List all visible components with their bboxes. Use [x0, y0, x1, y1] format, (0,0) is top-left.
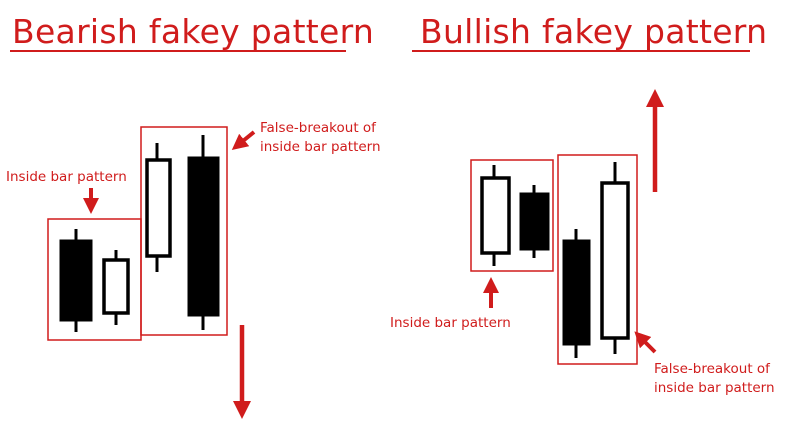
- bullish-breakout-label-line2: inside bar pattern: [654, 380, 775, 396]
- bearish-candle-4: [187, 135, 220, 330]
- bearish-candle-2: [102, 250, 130, 325]
- bearish-candle-3: [145, 143, 172, 272]
- bullish-breakout-arrow-icon: [634, 331, 657, 354]
- bearish-breakout-arrow-icon: [231, 130, 256, 151]
- bullish-title: Bullish fakey pattern: [420, 12, 768, 51]
- bearish-breakout-label-line2: inside bar pattern: [260, 139, 381, 155]
- bearish-candle-1: [59, 229, 93, 332]
- bearish-breakout-label-line1: False-breakout of: [260, 120, 376, 136]
- bullish-breakout-label-line1: False-breakout of: [654, 361, 770, 377]
- bullish-candle-4: [600, 162, 630, 354]
- bearish-title: Bearish fakey pattern: [12, 12, 375, 51]
- bullish-title-underline: [412, 50, 750, 52]
- bullish-candle-2: [519, 185, 550, 258]
- bullish-inside-bar-box: [470, 159, 554, 272]
- bearish-breakout-box: [140, 126, 228, 336]
- bullish-inside-bar-label: Inside bar pattern: [390, 315, 511, 331]
- bullish-candle-3: [562, 229, 591, 358]
- bearish-title-underline: [10, 50, 346, 52]
- bullish-candle-1: [480, 165, 511, 266]
- bullish-breakout-box: [557, 154, 638, 365]
- bearish-inside-bar-label: Inside bar pattern: [6, 169, 127, 185]
